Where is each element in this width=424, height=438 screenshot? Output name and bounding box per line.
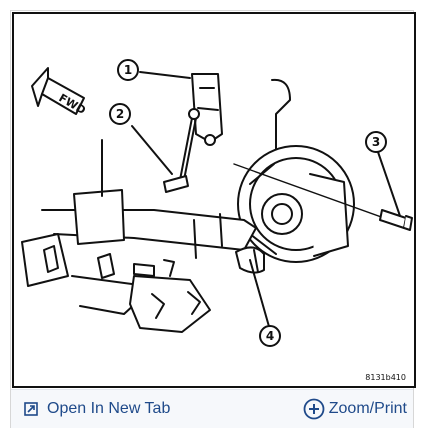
callout-2-leader <box>131 125 173 175</box>
frame-crossmember <box>21 139 265 333</box>
open-in-new-tab-label: Open In New Tab <box>47 400 171 417</box>
callout-4-circle <box>259 325 281 347</box>
callout-3-leader <box>377 151 401 217</box>
callout-1-leader <box>139 71 191 79</box>
callout-4-leader <box>249 259 271 331</box>
suspension-illustration: FWD <box>21 59 413 347</box>
open-in-new-tab-button[interactable]: Open In New Tab <box>23 390 170 428</box>
zoom-print-button[interactable]: Zoom/Print <box>303 390 407 428</box>
image-toolbar: Open In New Tab Zoom/Print <box>11 389 413 428</box>
zoom-print-label: Zoom/Print <box>328 400 407 417</box>
sensor-link <box>163 108 200 193</box>
callout-4-label: 4 <box>266 329 274 343</box>
callout-2-label: 2 <box>116 107 124 121</box>
fwd-arrow-icon <box>31 67 85 115</box>
zoom-plus-icon <box>303 398 325 420</box>
callout-2-circle <box>109 103 131 125</box>
open-in-new-tab-icon <box>23 401 39 417</box>
figure-code: 8131b410 <box>365 373 406 382</box>
service-diagram: FWD <box>12 12 416 388</box>
knuckle-hub <box>237 78 355 263</box>
callout-3-circle <box>365 131 387 153</box>
callout-1-label: 1 <box>124 63 132 77</box>
callout-3-label: 3 <box>372 135 380 149</box>
callout-1-circle <box>117 59 139 81</box>
bolt <box>379 209 413 231</box>
